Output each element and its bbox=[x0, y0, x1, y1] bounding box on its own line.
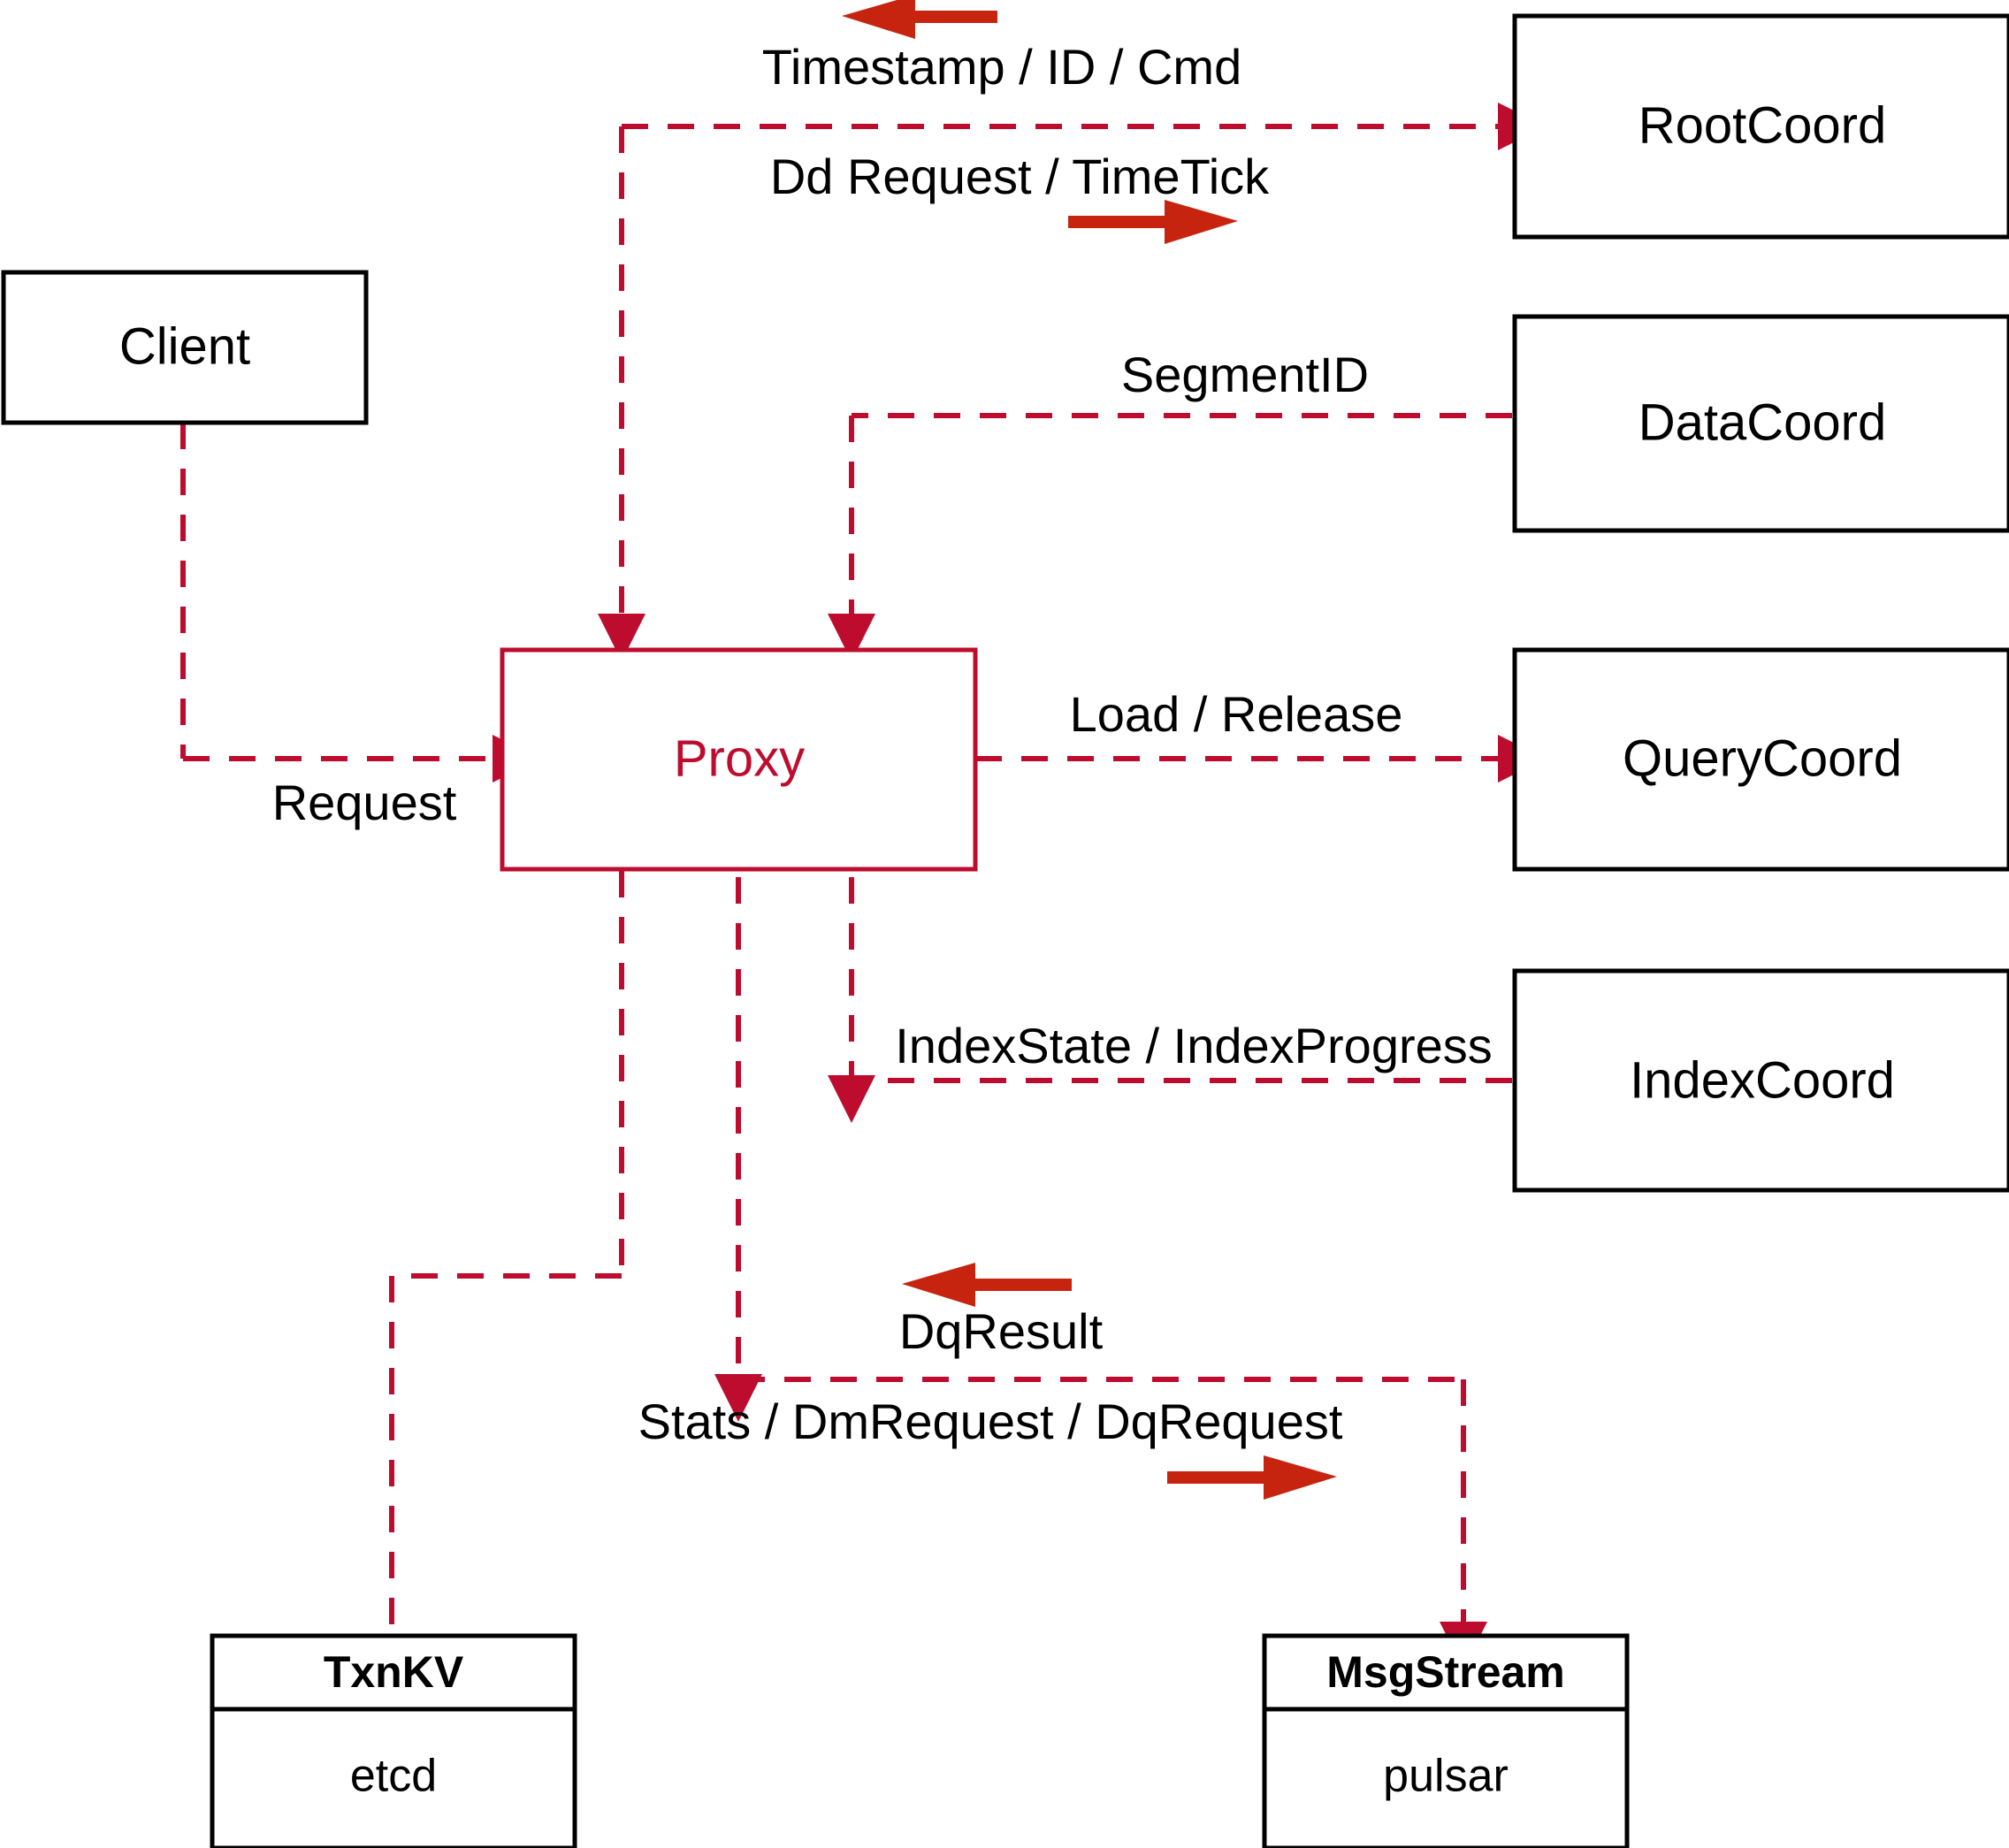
node-txnkv-title: TxnKV bbox=[324, 1647, 464, 1697]
node-indexcoord-label: IndexCoord bbox=[1630, 1051, 1895, 1109]
node-querycoord-label: QueryCoord bbox=[1623, 729, 1902, 787]
node-proxy-label: Proxy bbox=[674, 729, 805, 787]
edge-label-load-release: Load / Release bbox=[1070, 686, 1403, 742]
edge-label-request: Request bbox=[272, 775, 457, 830]
node-indexcoord[interactable]: IndexCoord bbox=[1512, 968, 2009, 1193]
node-rootcoord[interactable]: RootCoord bbox=[1512, 13, 2009, 240]
edge-proxy-to-txnkv bbox=[389, 871, 624, 1636]
edge-label-timestamp-id-cmd: Timestamp / ID / Cmd bbox=[762, 39, 1241, 95]
edge-label-dd-request-timetick: Dd Request / TimeTick bbox=[770, 149, 1270, 204]
node-txnkv[interactable]: TxnKV etcd bbox=[210, 1633, 577, 1848]
flow-arrow-left-timestamp bbox=[842, 0, 997, 39]
edge-client-to-proxy bbox=[180, 423, 540, 783]
edge-label-indexstate-indexprogress: IndexState / IndexProgress bbox=[895, 1018, 1493, 1073]
node-querycoord[interactable]: QueryCoord bbox=[1512, 647, 2009, 872]
edge-proxy-to-msgstream bbox=[714, 877, 1487, 1669]
node-client-label: Client bbox=[119, 317, 250, 375]
flow-arrow-right-stats bbox=[1167, 1455, 1337, 1500]
edge-label-segmentid: SegmentID bbox=[1121, 347, 1369, 402]
node-txnkv-subtitle: etcd bbox=[350, 1751, 437, 1802]
node-proxy[interactable]: Proxy bbox=[500, 647, 978, 872]
edge-datacoord-to-proxy bbox=[828, 413, 1512, 661]
flow-arrow-right-ddrequest bbox=[1068, 200, 1238, 244]
node-datacoord-label: DataCoord bbox=[1639, 393, 1886, 451]
node-msgstream[interactable]: MsgStream pulsar bbox=[1262, 1633, 1630, 1848]
edge-indexcoord-to-proxy bbox=[828, 877, 1512, 1123]
node-msgstream-title: MsgStream bbox=[1326, 1647, 1565, 1697]
edge-label-stats-dmrequest-dqrequest: Stats / DmRequest / DqRequest bbox=[638, 1394, 1343, 1449]
node-client[interactable]: Client bbox=[1, 270, 369, 425]
flow-arrow-left-dqresult bbox=[902, 1263, 1072, 1307]
node-datacoord[interactable]: DataCoord bbox=[1512, 314, 2009, 533]
node-msgstream-subtitle: pulsar bbox=[1383, 1751, 1509, 1802]
node-rootcoord-label: RootCoord bbox=[1639, 96, 1886, 154]
edge-proxy-to-rootcoord bbox=[598, 103, 1546, 661]
edge-label-dqresult: DqResult bbox=[899, 1303, 1104, 1359]
